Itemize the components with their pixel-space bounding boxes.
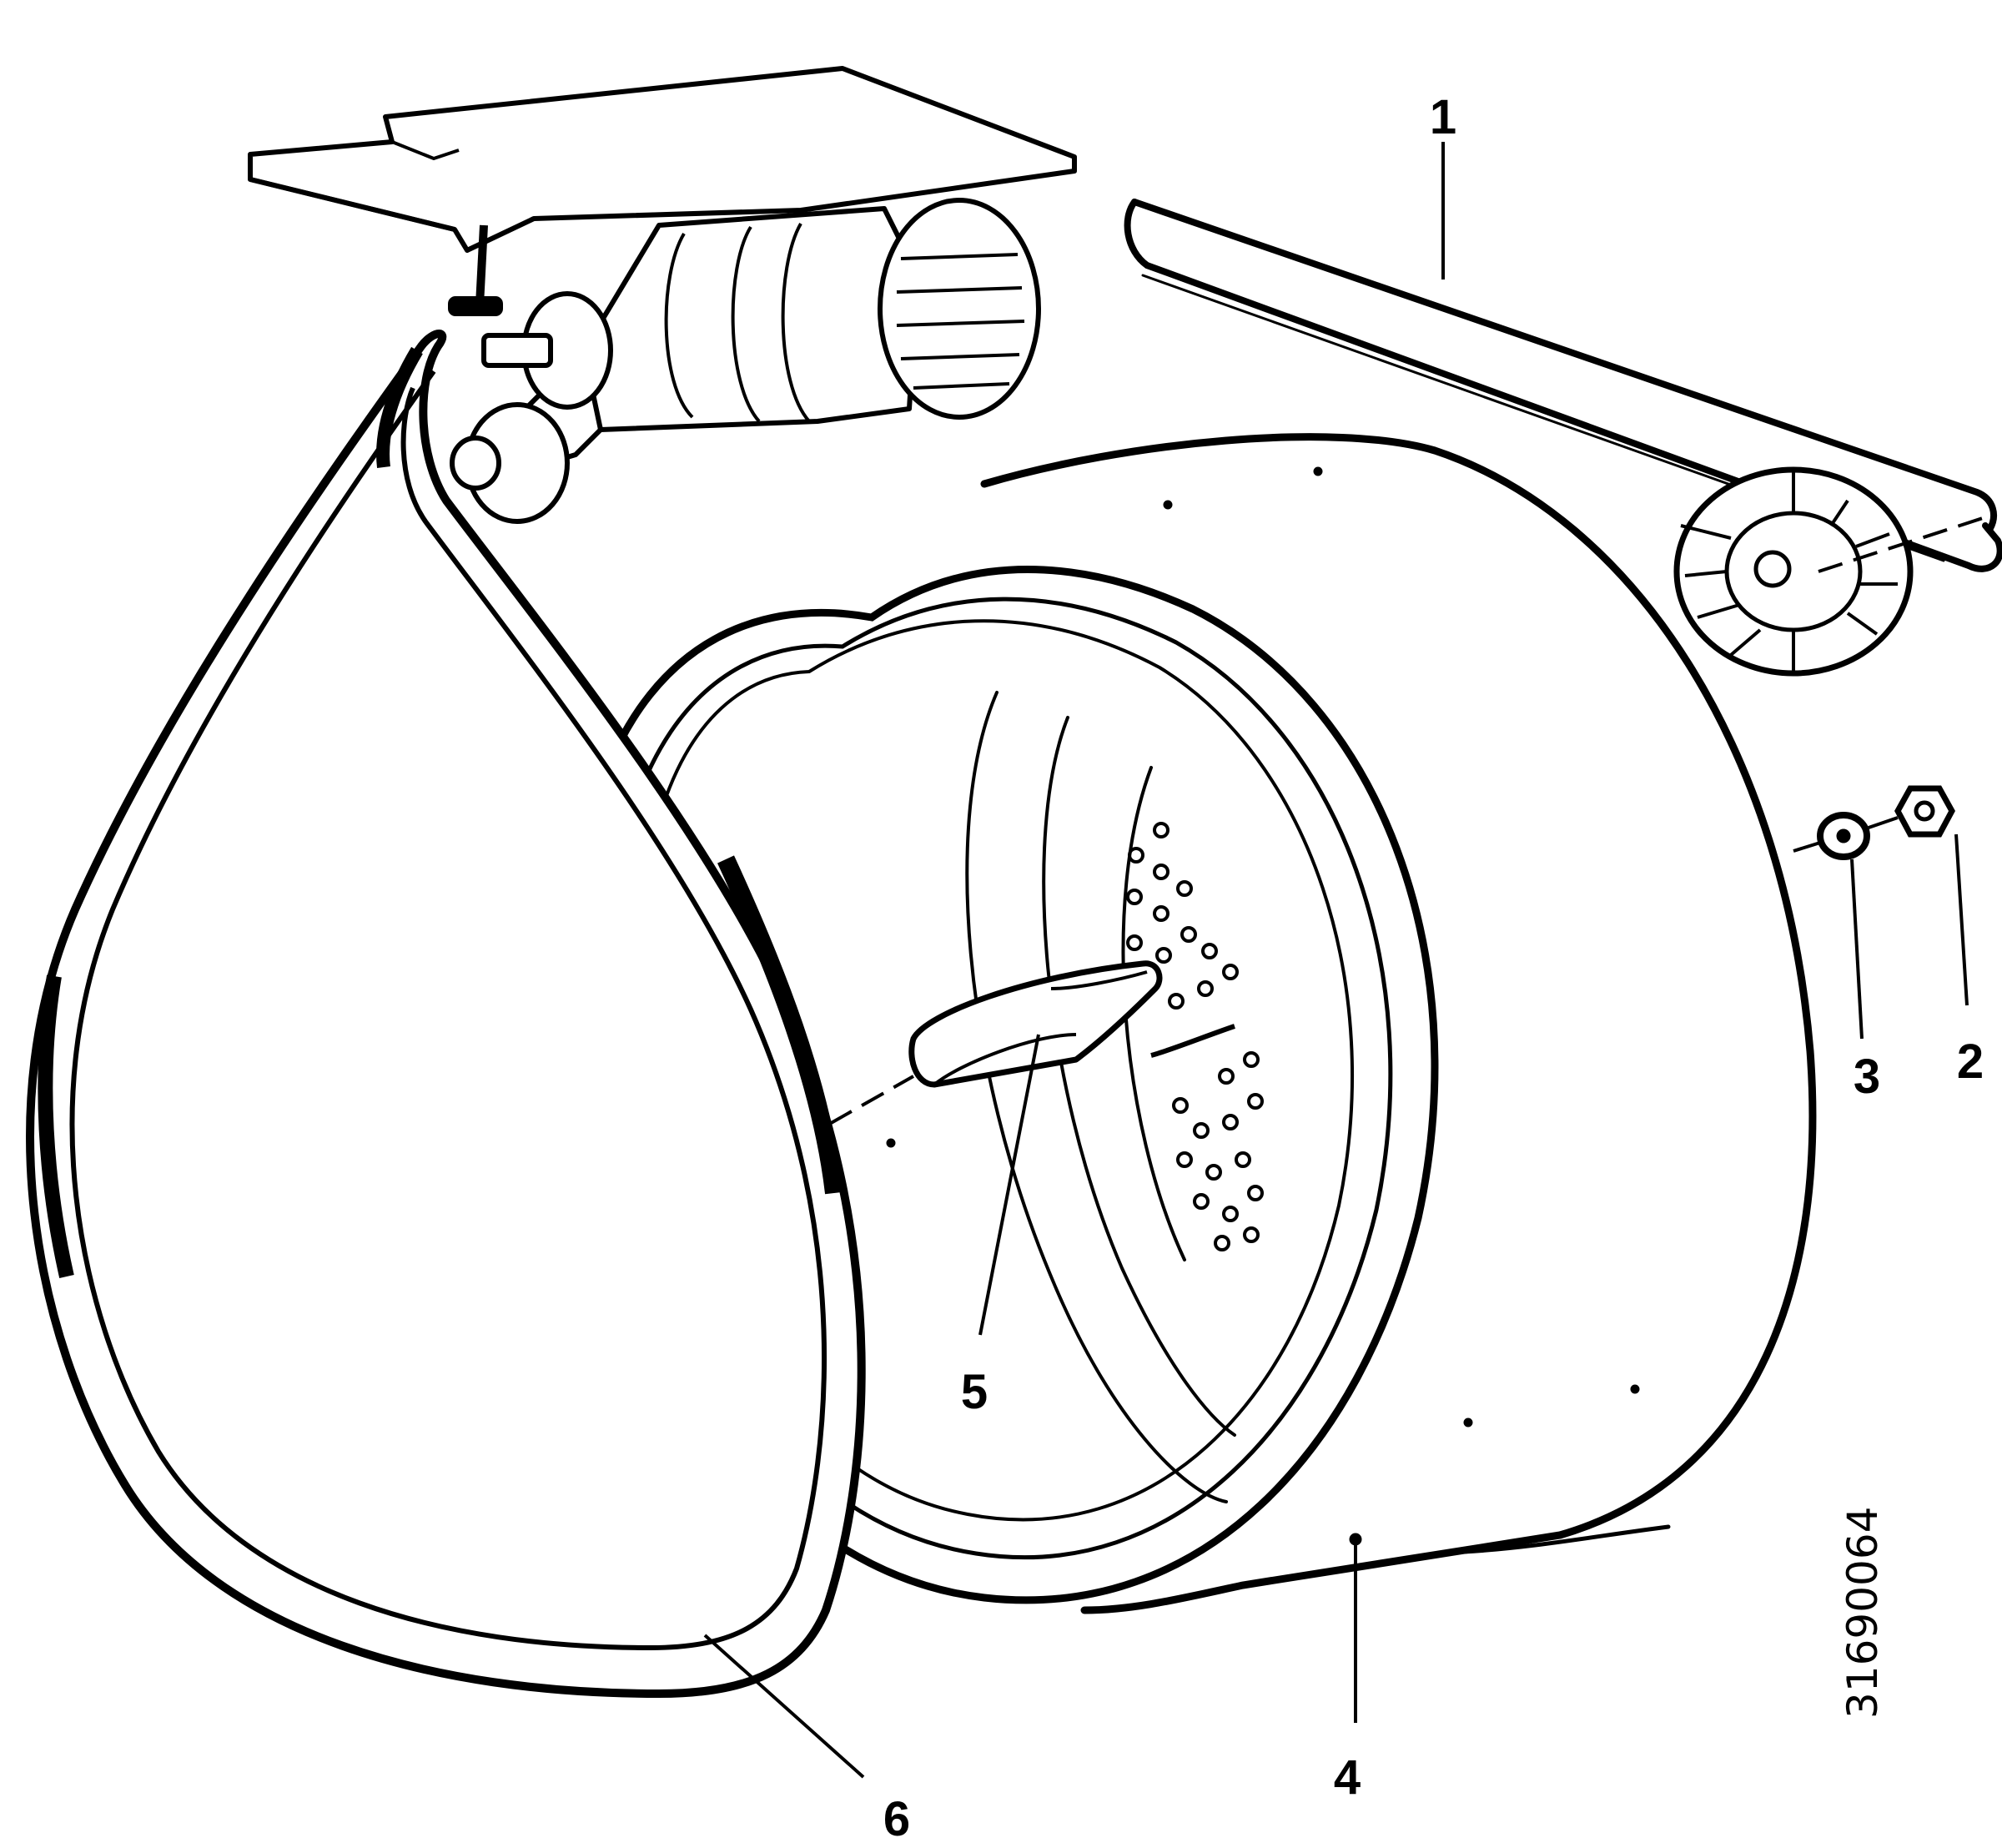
drum-perforations [1126, 822, 1264, 1251]
part-3-washer [1793, 812, 1870, 860]
part-6-drive-belt [26, 330, 866, 1698]
callout-6: 6 [883, 1792, 910, 1844]
callout-4: 4 [1334, 1750, 1361, 1805]
part-2-nut [1868, 785, 1955, 838]
motor-assembly [248, 66, 1077, 524]
callouts: 1 2 3 4 5 6 [883, 90, 1984, 1846]
reference-code: 31690064 [1839, 1507, 1887, 1720]
callout-5: 5 [961, 1365, 988, 1419]
part-5-drum-paddle [908, 960, 1235, 1088]
rear-blower-fan [1673, 466, 1986, 677]
callout-1: 1 [1430, 90, 1456, 144]
leader-lines [703, 142, 1969, 1779]
callout-2: 2 [1957, 1035, 1984, 1089]
callout-3: 3 [1854, 1050, 1880, 1104]
